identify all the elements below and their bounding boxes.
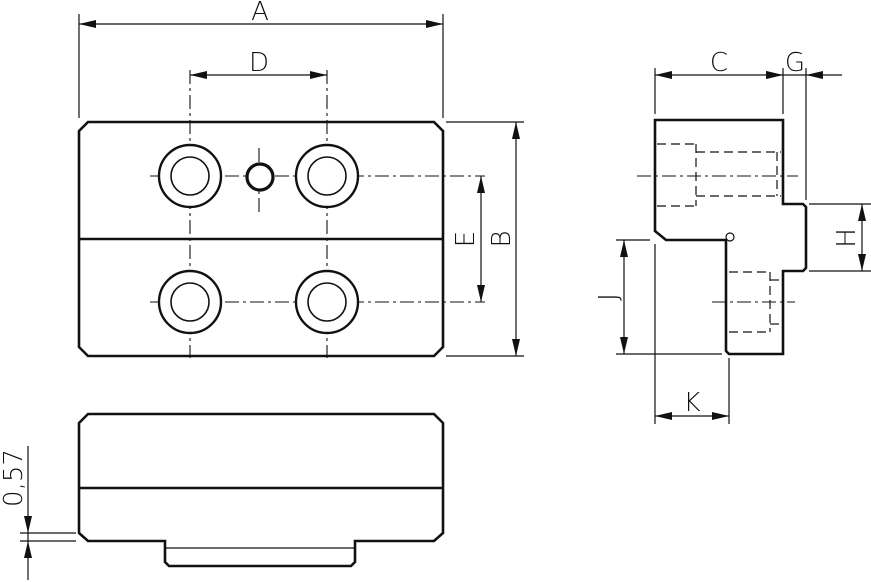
dimension-a: A bbox=[78, 0, 444, 118]
dimension-j: J bbox=[594, 239, 722, 355]
counterbore-hole-bottom-left bbox=[157, 269, 223, 335]
dimension-c-label: C bbox=[710, 48, 728, 78]
locating-pin bbox=[245, 162, 275, 192]
dimension-e-label: E bbox=[451, 231, 481, 247]
side-view-outline bbox=[653, 118, 808, 356]
top-view: A D B E bbox=[77, 0, 524, 358]
counterbore-hole-top-right bbox=[294, 143, 360, 209]
dimension-g-label: G bbox=[785, 48, 805, 78]
dimension-e: E bbox=[451, 176, 485, 302]
dimension-k-label: K bbox=[683, 388, 700, 418]
hidden-counterbore-lower bbox=[712, 271, 795, 333]
dimension-offset: 0,57 bbox=[0, 446, 76, 580]
dimension-b-label: B bbox=[487, 230, 517, 247]
side-view-relief bbox=[725, 232, 735, 242]
dimension-c: C bbox=[654, 48, 784, 114]
dimension-d: D bbox=[190, 48, 327, 79]
dimension-b: B bbox=[446, 121, 524, 357]
counterbore-hole-top-left bbox=[157, 143, 223, 209]
dimension-a-label: A bbox=[251, 0, 269, 27]
dimension-h-label: H bbox=[832, 228, 862, 248]
top-view-outline bbox=[77, 120, 445, 358]
dimension-d-label: D bbox=[249, 48, 269, 78]
counterbore-hole-bottom-right bbox=[294, 269, 360, 335]
dimension-g: G bbox=[766, 48, 842, 200]
front-view-outline bbox=[77, 412, 445, 568]
side-view: C G H J bbox=[594, 48, 871, 424]
front-view: 0,57 bbox=[0, 412, 445, 580]
hidden-counterbore-upper bbox=[637, 143, 798, 207]
dimension-k: K bbox=[654, 244, 730, 424]
dimension-offset-label: 0,57 bbox=[0, 449, 29, 507]
dimension-j-label: J bbox=[594, 293, 624, 301]
dimension-h: H bbox=[809, 203, 871, 272]
